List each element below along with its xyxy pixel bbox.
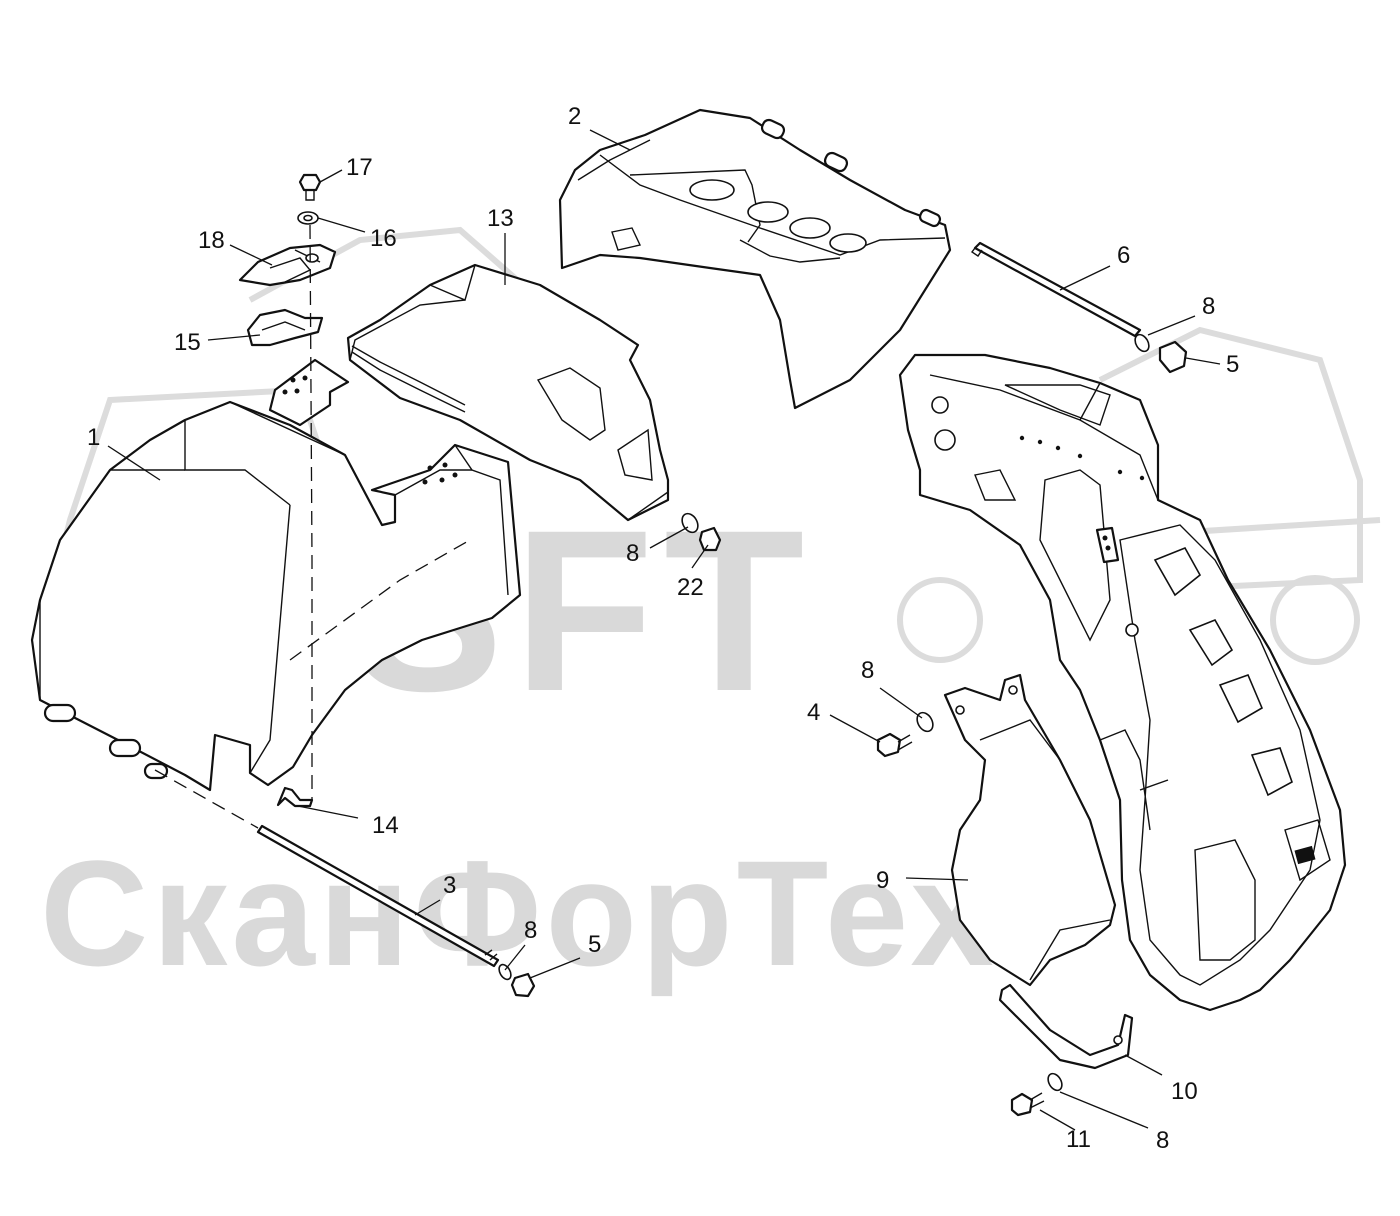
part-17-bolt: [298, 173, 322, 201]
callout-5a: 5: [1226, 351, 1239, 378]
callout-labels: 1 2 3 4 5 5 6 8 8 8 8 8 9 10 11 13 14 15…: [87, 103, 1239, 1154]
part-13-middle-cover: [346, 263, 670, 522]
part-16-washer: [297, 211, 319, 225]
assembly-line-latch: [309, 224, 313, 800]
callout-15: 15: [174, 329, 201, 356]
leader-lines: [107, 129, 1221, 1131]
callout-8c: 8: [861, 657, 874, 684]
callout-17: 17: [346, 154, 373, 181]
part-14-clip: [276, 786, 314, 808]
callout-11: 11: [1066, 1126, 1091, 1153]
part-3-long-rod: [256, 824, 536, 998]
part-4-bolt: [876, 711, 934, 758]
assembly-line-hood: [289, 539, 471, 661]
part-2-top-cover: [558, 108, 952, 410]
callout-18: 18: [198, 227, 225, 254]
callout-13: 13: [487, 205, 514, 232]
callout-3: 3: [443, 872, 456, 899]
part-9-guard-plate: [943, 673, 1117, 987]
assembly-line-rod: [154, 769, 259, 829]
callout-14: 14: [372, 812, 399, 839]
right-frame-housing: [898, 353, 1347, 1012]
part-6-long-bolt: [970, 241, 1188, 374]
callout-9: 9: [876, 867, 889, 894]
part-10-bracket: [998, 983, 1134, 1070]
watermark-brand: СканФорТех: [40, 829, 998, 997]
callout-8b: 8: [626, 540, 639, 567]
part-1-left-hood: [30, 358, 522, 792]
callout-8d: 8: [524, 917, 537, 944]
callout-8e: 8: [1156, 1127, 1169, 1154]
callout-22: 22: [677, 574, 704, 601]
part-18-latch: [238, 243, 337, 287]
callout-2: 2: [568, 103, 581, 130]
callout-6: 6: [1117, 242, 1130, 269]
part-11-bolt: [1010, 1072, 1063, 1117]
callout-10: 10: [1171, 1078, 1198, 1105]
part-15-latch-base: [246, 308, 324, 347]
callout-16: 16: [370, 225, 397, 252]
callout-4: 4: [807, 699, 820, 726]
watermark: SFT СканФорТех: [40, 226, 1381, 997]
callout-1: 1: [87, 424, 100, 451]
callout-5b: 5: [588, 931, 601, 958]
callout-8a: 8: [1202, 293, 1215, 320]
